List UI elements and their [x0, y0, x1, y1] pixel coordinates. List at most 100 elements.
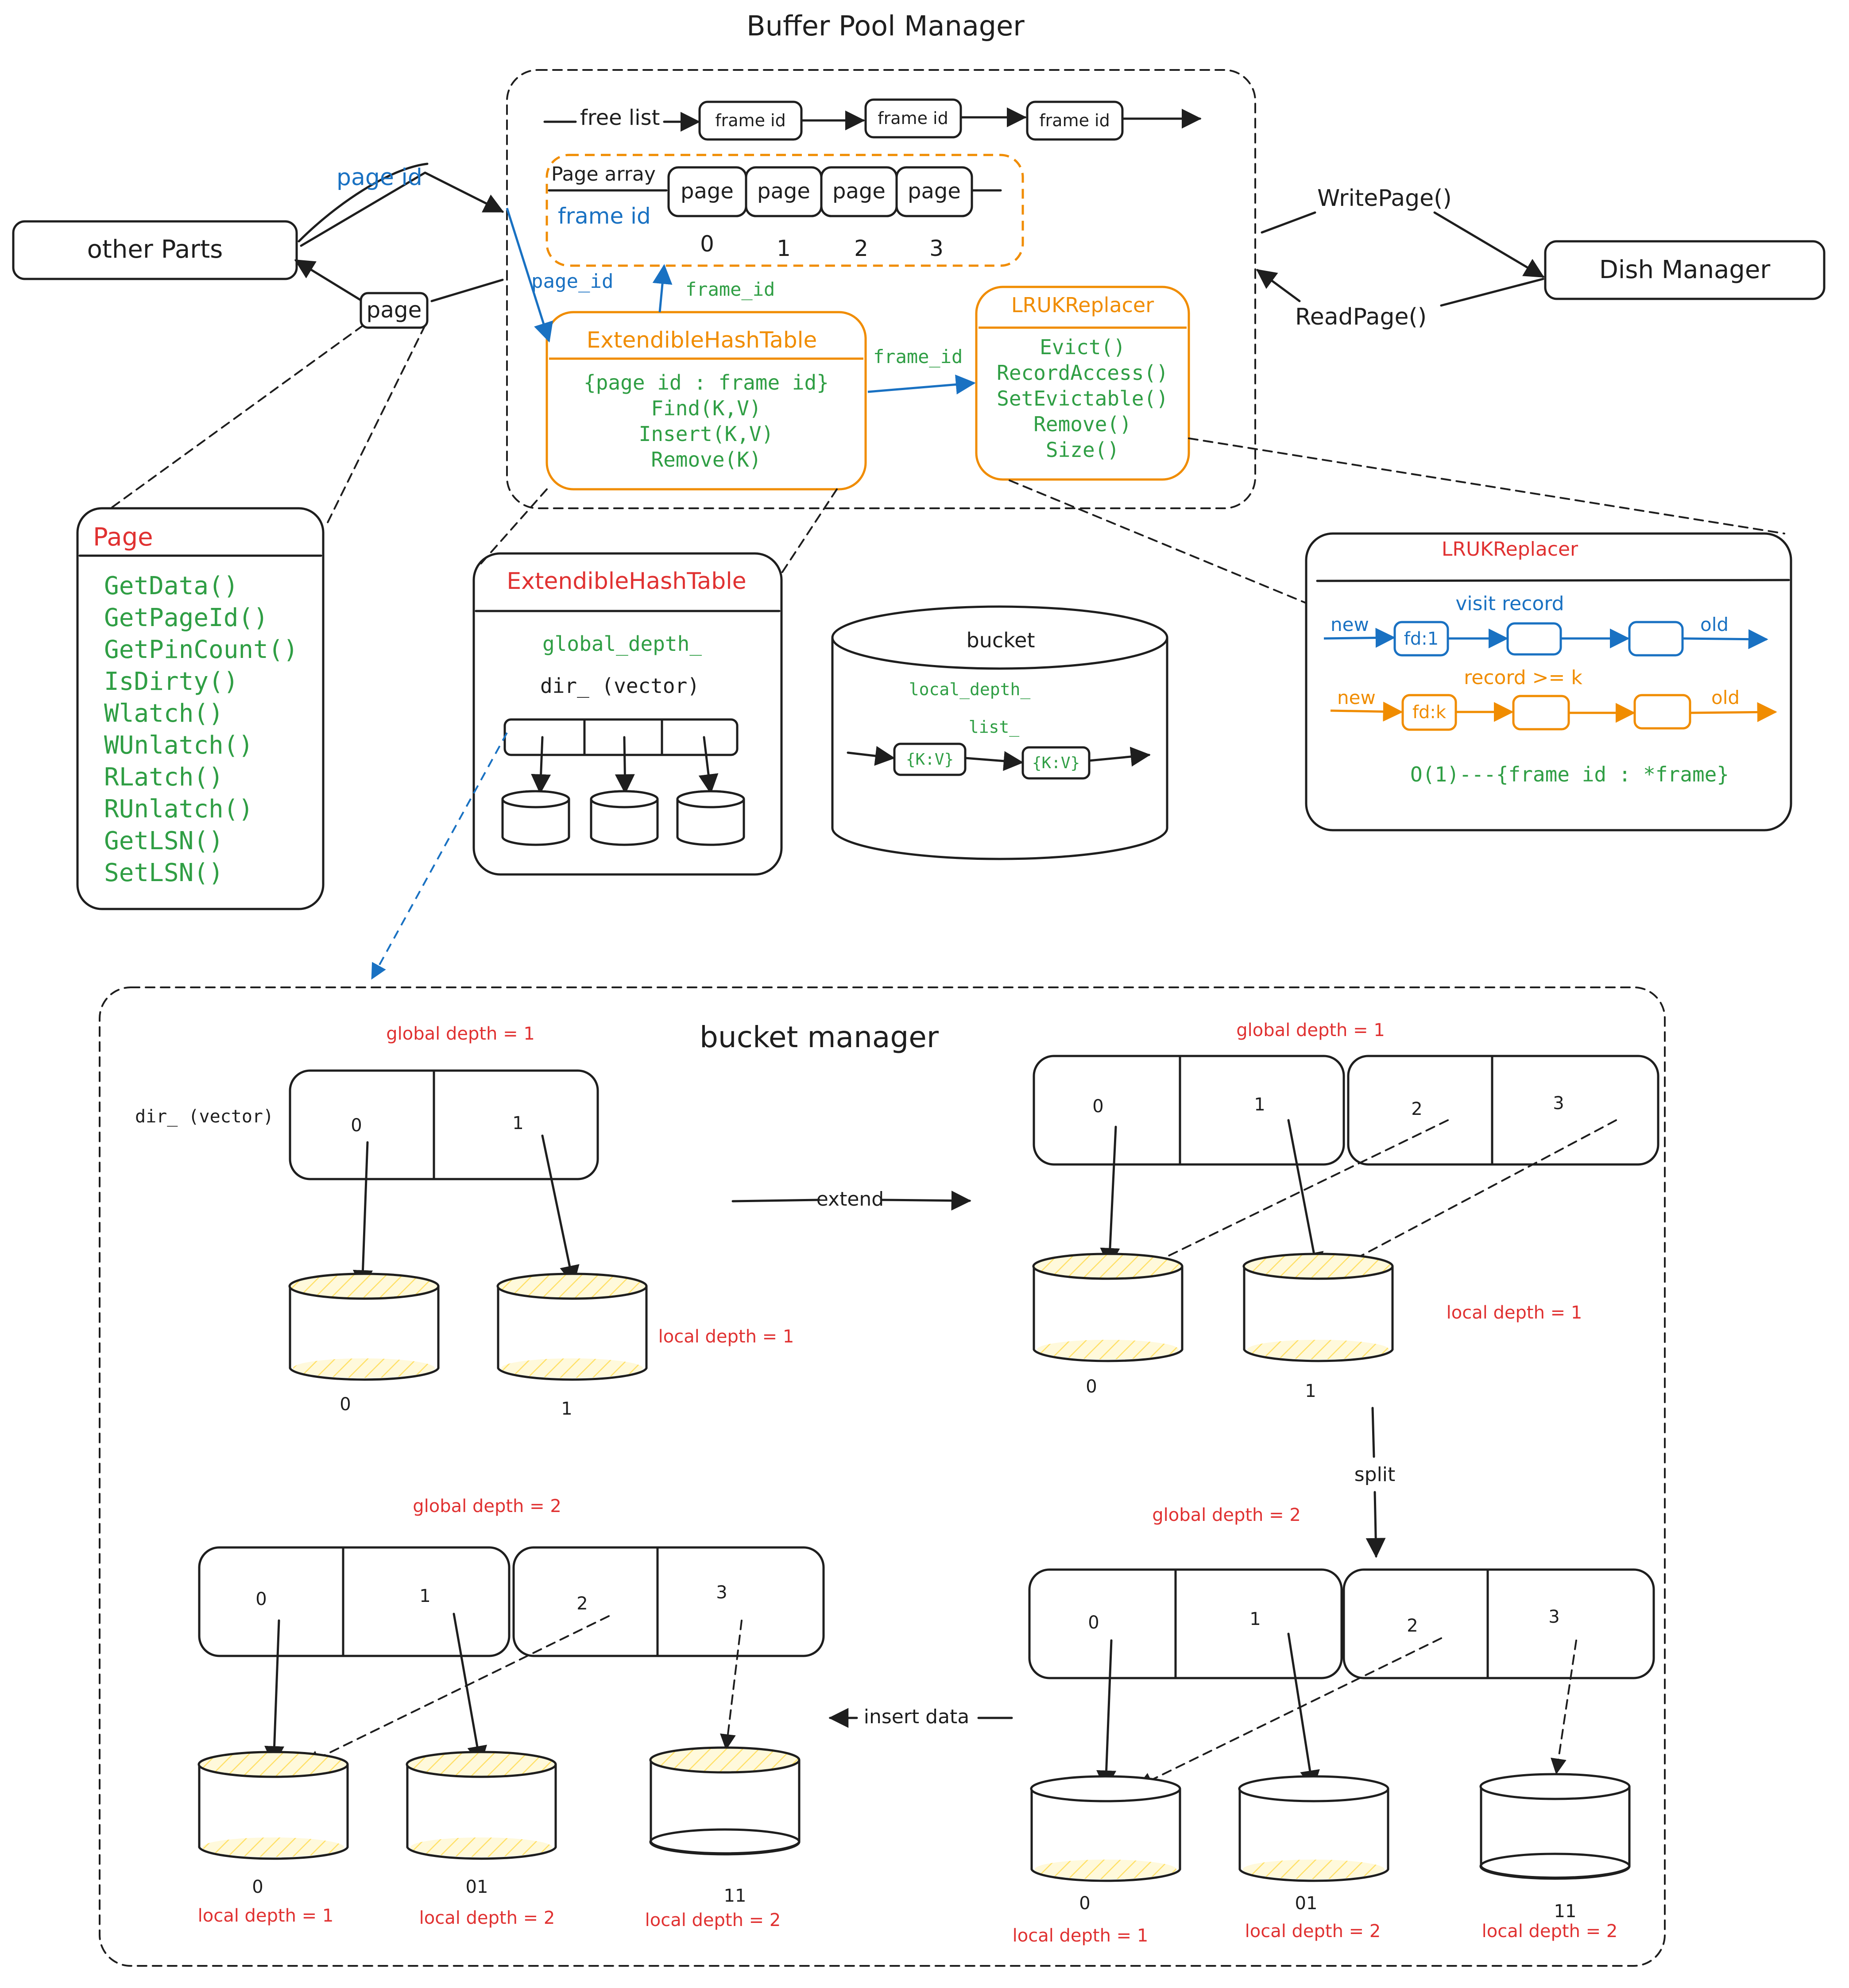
eht-item-0: {page id : frame id}	[584, 371, 829, 395]
lru-item-0: Evict()	[1040, 335, 1126, 359]
bm-tl-slot-0: 0	[351, 1115, 362, 1136]
lru-item-3: Remove()	[1033, 412, 1132, 436]
lru-fd-1: fd:1	[1404, 629, 1439, 649]
bucket-local-depth: local_depth_	[909, 680, 1031, 700]
bm-bl-local-0: local depth = 1	[198, 1906, 334, 1926]
page-slots	[667, 166, 973, 217]
free-list-label: free list	[580, 105, 660, 130]
bucket-manager-title: bucket manager	[700, 1020, 939, 1054]
lru-map: O(1)---{frame id : *frame}	[1410, 762, 1729, 786]
lru-new-2: new	[1337, 687, 1376, 708]
page-method-4: Wlatch()	[104, 699, 224, 728]
free-frame-3	[1026, 101, 1124, 141]
eht-detail-title: ExtendibleHashTable	[507, 568, 746, 595]
frame-id-up-label: frame_id	[685, 278, 775, 300]
lru-old-1: old	[1700, 614, 1729, 635]
page-edge-box	[360, 292, 429, 329]
bm-br-global: global depth = 2	[1152, 1505, 1301, 1525]
bm-insert-label: insert data	[864, 1706, 970, 1728]
eht-item-2: Insert(K,V)	[639, 422, 774, 446]
write-page-label: WritePage()	[1317, 185, 1452, 212]
page-index-3: 3	[929, 236, 944, 261]
bm-tl-bucket-1: 1	[561, 1399, 572, 1419]
bm-br-slot-3: 3	[1548, 1607, 1559, 1627]
page-index-1: 1	[777, 236, 791, 261]
eht-detail-dir: dir_ (vector)	[540, 674, 700, 698]
bm-bl-local-2: local depth = 2	[645, 1910, 781, 1930]
bm-br-slot-2: 2	[1407, 1616, 1418, 1636]
lru-fd-k: fd:k	[1412, 702, 1447, 723]
bucket-manager-container	[99, 986, 1666, 1967]
lru-box	[975, 286, 1190, 481]
bm-bl-buckets	[197, 1746, 801, 1860]
page-method-3: IsDirty()	[104, 667, 238, 696]
bm-br-slot-0: 0	[1088, 1613, 1099, 1633]
bm-bl-bucket-1: 01	[466, 1877, 488, 1897]
lru-detail-title: LRUKReplacer	[1442, 538, 1578, 561]
page-edge-label: page	[367, 297, 422, 323]
bm-br-bucket-1: 01	[1295, 1893, 1318, 1914]
bm-tr-slot-2: 2	[1411, 1099, 1422, 1119]
bm-tr-slot-3: 3	[1553, 1093, 1564, 1114]
page-id-edge-label: page id	[337, 164, 422, 191]
bm-br-bucket-2: 11	[1554, 1901, 1577, 1922]
page-array-frame-id-label: frame id	[558, 203, 651, 229]
page-id-inner-label: page_id	[531, 270, 613, 293]
bm-tr-local: local depth = 1	[1447, 1303, 1582, 1323]
lru-detail-box	[1305, 532, 1792, 832]
bm-bl-slot-0: 0	[255, 1589, 267, 1609]
frame-id-right-label: frame_id	[873, 346, 963, 367]
bm-tr-slot-1: 1	[1254, 1095, 1265, 1115]
page-slot-0: page	[681, 179, 734, 204]
page-index-2: 2	[854, 236, 868, 261]
page-class-methods: GetData() GetPageId() GetPinCount() IsDi…	[104, 572, 298, 887]
lru-item-2: SetEvictable()	[997, 387, 1168, 410]
page-method-2: GetPinCount()	[104, 635, 298, 664]
bucket-kv-1: {K:V}	[1032, 754, 1080, 772]
page-method-0: GetData()	[104, 572, 238, 600]
lru-title: LRUKReplacer	[1011, 293, 1154, 317]
eht-title: ExtendibleHashTable	[587, 327, 817, 353]
bm-bl-slot-2: 2	[576, 1593, 588, 1614]
bm-tr-global: global depth = 1	[1236, 1020, 1385, 1040]
bm-split-label: split	[1354, 1463, 1396, 1486]
bm-bl-slot-3: 3	[716, 1582, 727, 1603]
bm-br-buckets	[1030, 1773, 1631, 1882]
page-class-box	[76, 507, 325, 910]
bm-bl-local-1: local depth = 2	[419, 1908, 555, 1928]
page-array-container	[545, 154, 1024, 267]
bm-tr-slot-0: 0	[1092, 1096, 1103, 1117]
bm-br-slot-1: 1	[1249, 1609, 1261, 1629]
bm-tl-bucket-0: 0	[340, 1394, 351, 1415]
page-slot-2: page	[832, 179, 886, 204]
lru-old-2: old	[1711, 687, 1740, 708]
bucket-list: list_	[969, 717, 1020, 737]
other-parts-box	[12, 220, 298, 280]
page-array-label: Page array	[551, 163, 656, 186]
page-method-9: SetLSN()	[104, 859, 224, 887]
bm-tr-bucket-0: 0	[1086, 1377, 1097, 1397]
bm-bl-slot-1: 1	[419, 1586, 430, 1606]
bucket-title: bucket	[967, 628, 1035, 652]
bm-br-local-1: local depth = 2	[1245, 1921, 1381, 1942]
page-slot-1: page	[757, 179, 810, 204]
lru-item-4: Size()	[1046, 438, 1119, 462]
bm-bl-bucket-2: 11	[724, 1886, 747, 1906]
bm-bl-global: global depth = 2	[413, 1496, 561, 1516]
bm-br-local-2: local depth = 2	[1482, 1921, 1618, 1942]
eht-item-1: Find(K,V)	[651, 396, 761, 420]
lru-visit-record: visit record	[1455, 592, 1564, 615]
read-page-label: ReadPage()	[1295, 304, 1427, 330]
disk-manager-label: Dish Manager	[1599, 255, 1771, 284]
page-method-6: RLatch()	[104, 763, 224, 792]
bm-dir-label: dir_ (vector)	[135, 1106, 274, 1127]
bm-tr-bucket-1: 1	[1305, 1381, 1316, 1401]
page-index-0: 0	[700, 231, 714, 257]
page-slot-3: page	[908, 179, 961, 204]
lru-new-1: new	[1331, 614, 1369, 635]
bm-br-local-0: local depth = 1	[1013, 1926, 1149, 1946]
bm-tl-local: local depth = 1	[658, 1327, 794, 1347]
lru-item-1: RecordAccess()	[997, 361, 1168, 385]
eht-item-3: Remove(K)	[651, 448, 761, 472]
